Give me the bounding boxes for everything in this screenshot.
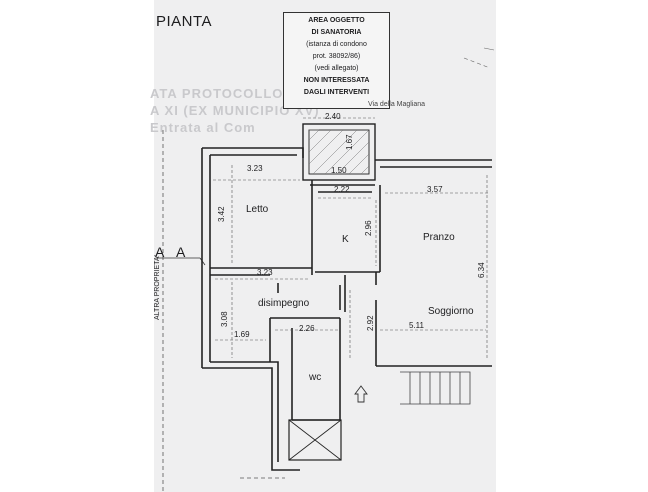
dim-balcony-inner: 1.50 [331, 166, 347, 175]
room-pranzo: Pranzo [423, 232, 455, 243]
note-line-3: (istanza di condono [306, 41, 367, 48]
dim-disimpegno-short: 1.69 [234, 330, 250, 339]
dim-soggiorno-width: 5.11 [409, 321, 424, 330]
section-mark-left: A [155, 244, 165, 260]
dim-pranzo-width: 3.57 [427, 185, 443, 194]
dim-k-height: 2.96 [364, 220, 373, 236]
room-disimpegno: disimpegno [258, 298, 310, 309]
room-wc: wc [309, 372, 322, 383]
note-line-1: AREA OGGETTO [308, 17, 365, 24]
dim-soggiorno-left: 2.92 [366, 315, 375, 331]
dim-disimpegno-width: 3.23 [257, 268, 273, 277]
dim-wc-width: 2.26 [299, 324, 315, 333]
room-soggiorno: Soggiorno [428, 306, 474, 317]
note-line-4: prot. 38092/86) [312, 53, 361, 60]
dim-k-width: 2.22 [334, 185, 350, 194]
note-line-7: DAGLI INTERVENTI [303, 89, 370, 96]
faded-stamp-line-3: Entrata al Com [150, 120, 256, 135]
neighbor-property-label: ALTRA PROPRIETA' [154, 255, 161, 320]
section-mark: A [176, 244, 186, 260]
dim-letto-width: 3.23 [247, 164, 263, 173]
room-k: K [342, 234, 349, 245]
note-line-5: (vedi allegato) [314, 65, 359, 72]
dim-balcony-width: 2.40 [325, 112, 341, 121]
street-label: Via della Magliana [368, 101, 426, 108]
faded-stamp-line-1: ATA PROTOCOLLO [150, 86, 284, 101]
dim-living-height: 6.34 [477, 262, 486, 278]
room-letto: Letto [246, 204, 269, 215]
dim-balcony-depth: 1.67 [345, 134, 354, 150]
sheet-title: PIANTA [156, 13, 213, 30]
dim-letto-height: 3.42 [217, 206, 226, 222]
note-line-6: NON INTERESSATA [303, 77, 370, 84]
note-line-2: DI SANATORIA [311, 29, 362, 36]
sanatoria-note-box: AREA OGGETTO DI SANATORIA (istanza di co… [283, 12, 390, 109]
faded-stamp-line-2: A XI (EX MUNICIPIO XV) [150, 103, 320, 118]
dim-disimpegno-height: 3.08 [220, 311, 229, 327]
